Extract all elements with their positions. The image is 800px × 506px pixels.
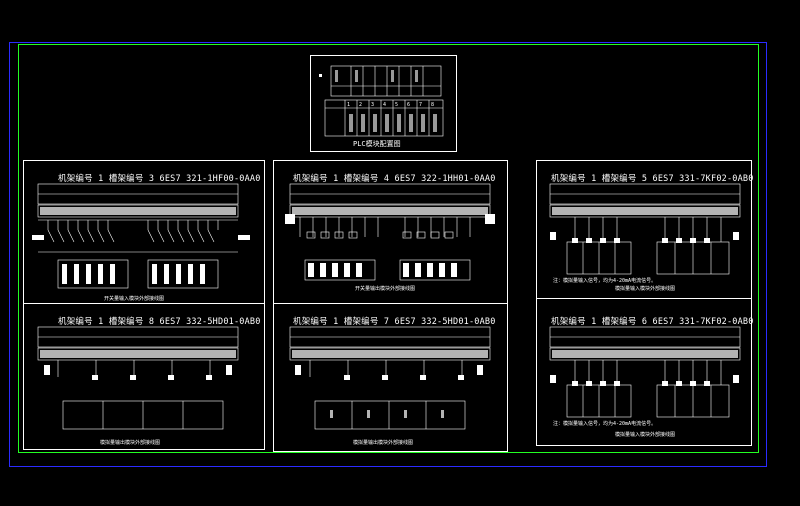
module-header: 机架编号 1 槽架编号 3 6ES7 321-1HF00-0AA0 (58, 174, 261, 184)
ai6-wiring-diagram (549, 326, 741, 418)
plc-config-panel: 1 2 3 4 5 6 7 8 PLC模块配置图 (310, 55, 457, 152)
slot-label: 7 (419, 102, 422, 108)
drawing-border (18, 44, 759, 453)
diagram-caption: 开关量输出模块外部接线图 (355, 286, 416, 292)
left-column-divider (23, 303, 265, 304)
do-wiring-diagram (285, 183, 495, 281)
right-column-divider (536, 298, 752, 299)
panel-ai-5: 机架编号 1 槽架编号 5 6ES7 331-7KF02-0AB0 注：模拟量输… (545, 172, 753, 292)
diagram-caption: 模拟量输出模块外部接线图 (353, 440, 414, 446)
module-header: 机架编号 1 槽架编号 4 6ES7 322-1HH01-0AA0 (293, 174, 496, 184)
ao8-wiring-diagram (37, 326, 239, 430)
slot-label: 4 (383, 102, 386, 108)
ai5-wiring-diagram (549, 183, 741, 275)
di-wiring-diagram (32, 183, 250, 289)
diagram-note: 注：模拟量输入信号，均为4-20mA电流信号。 (553, 278, 657, 284)
module-header: 机架编号 1 槽架编号 5 6ES7 331-7KF02-0AB0 (551, 174, 754, 184)
right-column-frame (536, 160, 752, 446)
diagram-caption: 模拟量输入模块外部接线图 (615, 286, 676, 292)
panel-ai-6: 机架编号 1 槽架编号 6 6ES7 331-7KF02-0AB0 注：模拟量输… (545, 315, 753, 443)
center-title: PLC模块配置图 (353, 140, 401, 148)
middle-column-divider (273, 303, 508, 304)
outer-frame (9, 42, 767, 467)
slot-label: 3 (371, 102, 374, 108)
left-column-frame (23, 160, 265, 450)
slot-label: 6 (407, 102, 410, 108)
slot-label: 1 (347, 102, 350, 108)
slot-label: 5 (395, 102, 398, 108)
diagram-note: 注：模拟量输入信号，均为4-20mA电流信号。 (553, 421, 657, 427)
diagram-caption: 开关量输入模块外部接线图 (104, 296, 165, 302)
diagram-caption: 模拟量输出模块外部接线图 (100, 440, 161, 446)
panel-ao-8: 机架编号 1 槽架编号 8 6ES7 332-5HD01-0AB0 模拟量输出模… (37, 315, 261, 446)
module-header: 机架编号 1 槽架编号 6 6ES7 331-7KF02-0AB0 (551, 317, 754, 327)
slot-label: 2 (359, 102, 362, 108)
diagram-caption: 模拟量输入模块外部接线图 (615, 432, 676, 438)
plc-config-diagram: 1 2 3 4 5 6 7 8 (319, 65, 444, 137)
slot-label: 8 (431, 102, 434, 108)
module-header: 机架编号 1 槽架编号 7 6ES7 332-5HD01-0AB0 (293, 317, 496, 327)
panel-ao-7: 机架编号 1 槽架编号 7 6ES7 332-5HD01-0AB0 模拟量输出模… (285, 315, 500, 446)
panel-do-4: 机架编号 1 槽架编号 4 6ES7 322-1HH01-0AA0 (285, 172, 500, 300)
ao7-wiring-diagram (289, 326, 491, 430)
module-header: 机架编号 1 槽架编号 8 6ES7 332-5HD01-0AB0 (58, 317, 261, 327)
middle-column-frame (273, 160, 508, 452)
panel-di-3: 机架编号 1 槽架编号 3 6ES7 321-1HF00-0AA0 开关量输入模 (32, 172, 261, 302)
